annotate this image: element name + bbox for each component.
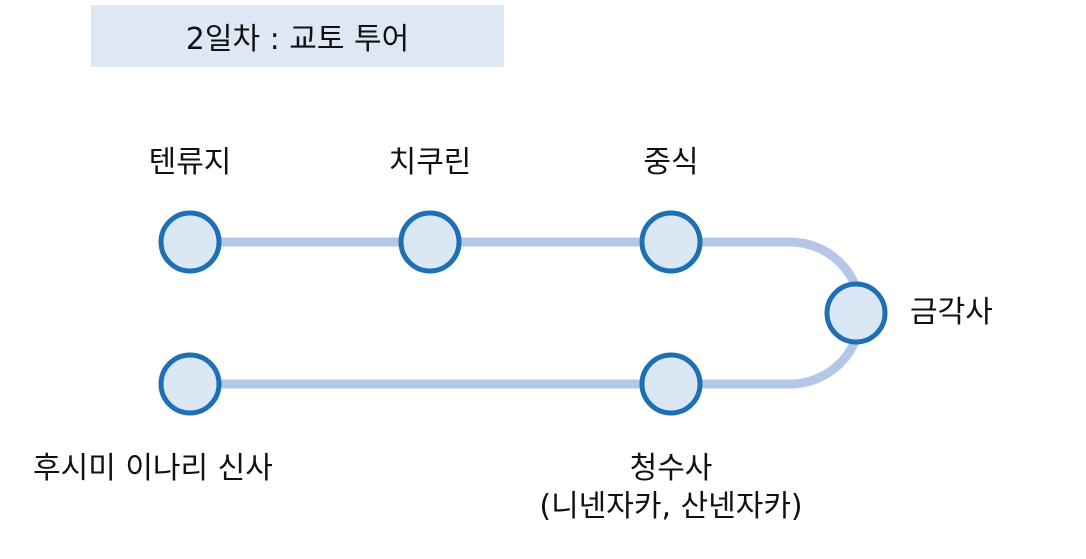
stop-label-chikurin: 치쿠린 bbox=[388, 145, 472, 180]
stop-node-chikurin bbox=[398, 210, 462, 274]
stop-node-kiyomizudera bbox=[639, 352, 703, 416]
stop-note-kiyomizudera: (니넨자카, 산넨자카) bbox=[539, 488, 803, 524]
stop-label-tenryuji: 텐류지 bbox=[148, 145, 232, 180]
stop-node-kinkakuji bbox=[824, 281, 888, 345]
stop-label-kiyomizudera: 청수사 bbox=[629, 451, 713, 486]
stop-label-kiyomizudera-group: 청수사 (니넨자카, 산넨자카) bbox=[539, 450, 802, 525]
stop-label-lunch: 중식 bbox=[643, 145, 699, 180]
stop-node-fushimi-inari bbox=[158, 352, 222, 416]
stop-node-tenryuji bbox=[158, 210, 222, 274]
stop-label-fushimi-inari: 후시미 이나리 신사 bbox=[33, 451, 273, 486]
page-title: 2일차 : 교토 투어 bbox=[91, 5, 504, 67]
page-title-text: 2일차 : 교토 투어 bbox=[185, 22, 410, 57]
stop-label-kinkakuji: 금각사 bbox=[910, 295, 993, 330]
route-path bbox=[190, 237, 866, 389]
stop-node-lunch bbox=[639, 210, 703, 274]
